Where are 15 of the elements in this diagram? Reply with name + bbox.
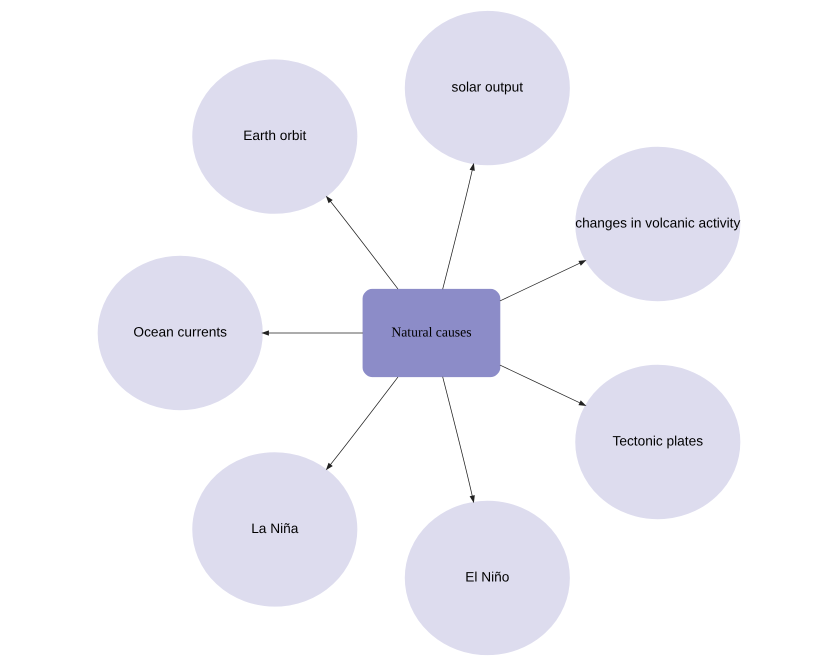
node-circle: Ocean currents [97,256,262,410]
node-circle: Earth orbit [192,59,357,214]
node-circle: Tectonic plates [574,364,740,520]
arrow [325,376,398,470]
node-circle: El Niño [404,500,570,656]
arrow [499,364,586,406]
node-box: Natural causes [362,288,500,378]
node-circle: La Niña [192,452,357,607]
node-circle: changes in volcanic activity [574,146,740,302]
arrow [442,162,474,290]
arrow [325,196,398,290]
arrow [499,260,586,302]
node-circle: solar output [404,10,570,166]
arrow [442,376,474,504]
arrow [260,330,363,336]
